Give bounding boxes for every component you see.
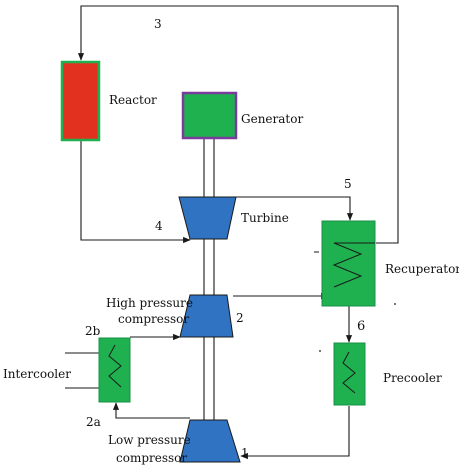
state-point-2a: 2a: [86, 415, 101, 429]
turbine-block: [178, 196, 237, 240]
recuperator-label: Recuperator: [385, 262, 459, 276]
intercooler-label: Intercooler: [3, 367, 71, 381]
state-point-5: 5: [344, 177, 352, 191]
state-point-2b: 2b: [85, 324, 101, 338]
reactor-block: [60, 60, 101, 142]
hp-compressor-label-2: compressor: [118, 312, 189, 326]
reactor-label: Reactor: [109, 93, 157, 107]
state-point-2: 2: [236, 311, 244, 325]
recuperator-block: [321, 220, 376, 307]
state-point-6: 6: [357, 319, 365, 334]
state-point-1: 1: [241, 446, 249, 460]
flow-line-3: [77, 5, 399, 244]
generator-label: Generator: [241, 112, 303, 126]
flow-line-4: [80, 140, 191, 244]
flow-line-5: [230, 196, 354, 221]
hp-compressor-block: [179, 294, 234, 338]
lp-compressor-label-1: Low pressure: [108, 433, 191, 447]
flow-line-1: [240, 406, 350, 460]
lp-compressor-block: [179, 419, 241, 463]
intercooler-block: [98, 337, 131, 403]
shaft: [203, 138, 215, 423]
generator-block: [181, 91, 238, 140]
precooler-block: [333, 342, 366, 406]
lp-compressor-label-2: compressor: [116, 451, 187, 465]
state-point-3: 3: [154, 17, 162, 31]
state-point-4: 4: [155, 219, 163, 233]
precooler-dot: [319, 350, 321, 352]
flow-line-2a: [112, 402, 190, 419]
precooler-label: Precooler: [383, 371, 442, 385]
recuperator-dot: [394, 303, 396, 305]
hp-compressor-label-1: High pressure: [106, 296, 193, 310]
turbine-label: Turbine: [241, 211, 289, 225]
